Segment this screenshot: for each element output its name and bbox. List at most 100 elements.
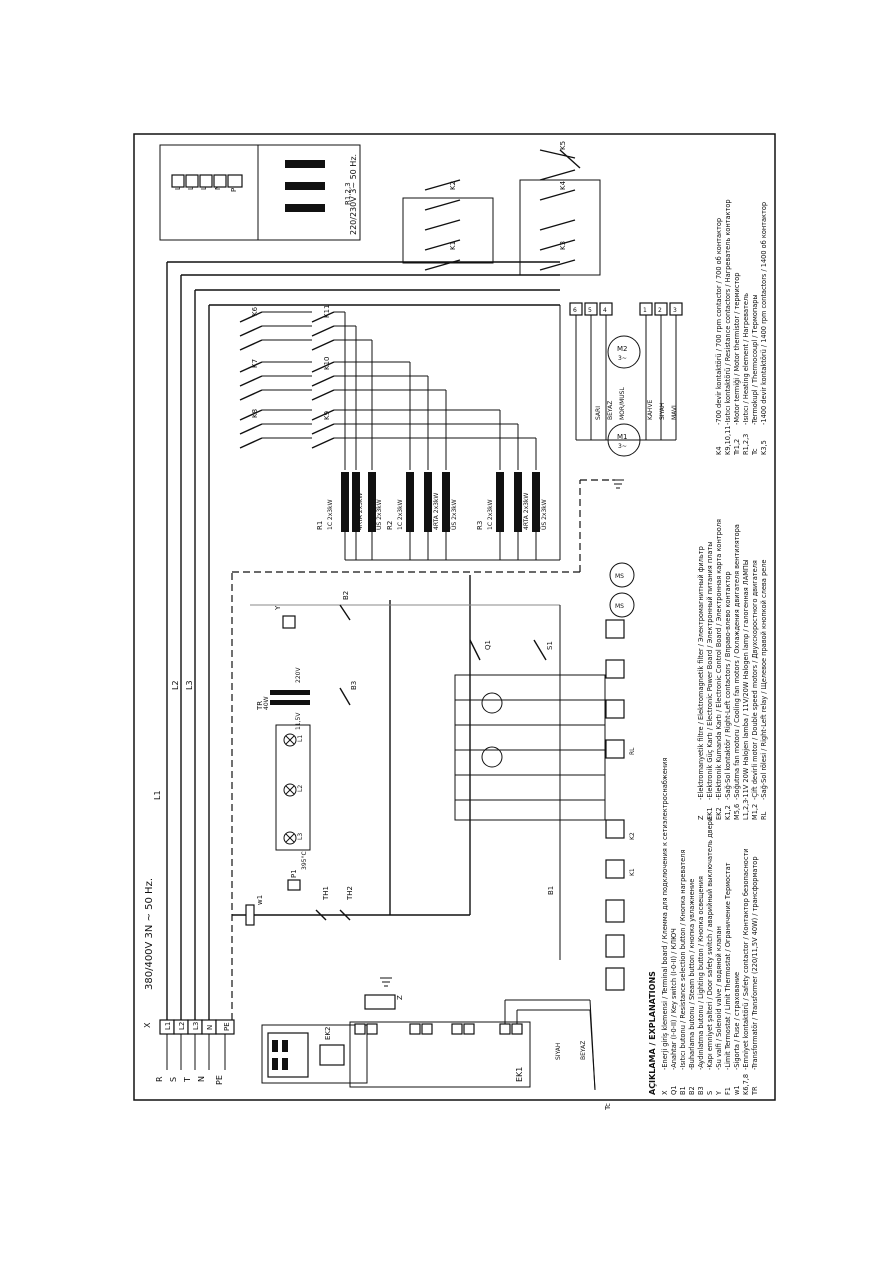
contactor-heater-wiring: [262, 311, 537, 470]
svg-text:w1: w1: [256, 895, 264, 905]
svg-text:K9: K9: [323, 411, 331, 420]
svg-text:4RTA 2x3kW: 4RTA 2x3kW: [433, 493, 440, 530]
relay-coils: RL K2 K1: [605, 619, 636, 991]
svg-text:395°C: 395°C: [301, 851, 308, 870]
svg-text:EK2: EK2: [715, 807, 723, 820]
svg-text:4: 4: [603, 307, 607, 314]
svg-text:ÜS 2x3kW: ÜS 2x3kW: [376, 499, 383, 530]
svg-text:R3: R3: [476, 521, 484, 530]
svg-text:Q1: Q1: [484, 640, 492, 650]
svg-text:B2: B2: [342, 591, 350, 600]
svg-text:L2: L2: [297, 785, 304, 792]
aux-heater-label: R1,2,3: [344, 182, 352, 205]
svg-text:-Elektronik Kumanda Kartı / El: -Elektronik Kumanda Kartı / Electronic C…: [715, 519, 723, 800]
svg-text:B2: B2: [688, 1086, 696, 1095]
svg-text:Q1: Q1: [670, 1086, 678, 1095]
contactor-k6: K6: [239, 306, 263, 351]
svg-text:B1: B1: [679, 1086, 687, 1095]
svg-text:-1400 devir kontaktörü / 1400: -1400 devir kontaktörü / 1400 rpm contac…: [760, 202, 768, 425]
svg-text:-Isıtıcı kontaktörü / Resistan: -Isıtıcı kontaktörü / Resistance contact…: [724, 199, 732, 425]
terminal-pe: PE: [223, 1022, 231, 1031]
terminal-l2: L2: [178, 1022, 186, 1030]
motor-m1: M1 3~: [607, 423, 641, 457]
transformer-tr: TR 40W 220V 11,5V: [256, 667, 310, 730]
svg-text:-Motor termiği / Motor thermis: -Motor termiği / Motor thermistor / терм…: [733, 273, 741, 425]
svg-text:S1: S1: [546, 641, 554, 650]
svg-text:EK2: EK2: [324, 1027, 332, 1040]
svg-text:EK1: EK1: [706, 807, 714, 820]
svg-text:Z: Z: [396, 995, 404, 1000]
svg-text:220V: 220V: [295, 667, 302, 683]
svg-text:Tc: Tc: [751, 448, 759, 456]
svg-text:w1: w1: [733, 1085, 741, 1095]
contactor-k4: K4: [519, 169, 601, 276]
phase-t: T: [183, 1077, 192, 1083]
svg-text:M1,2: M1,2: [751, 804, 759, 820]
svg-text:RL: RL: [629, 747, 636, 755]
svg-text:K2: K2: [449, 181, 457, 190]
svg-text:Z: Z: [697, 815, 705, 820]
aux-supply-label: 220/230V 3~ 50 Hz.: [349, 154, 358, 235]
svg-text:4RTA 2x3kW: 4RTA 2x3kW: [357, 493, 364, 530]
svg-text:MOR/MUSL: MOR/MUSL: [619, 387, 626, 420]
svg-text:X: X: [661, 1090, 669, 1095]
svg-text:P1: P1: [290, 869, 298, 878]
thermocouple-tc: SIYAH BEYAZ Tc: [504, 999, 612, 1111]
bus-l3-label: L3: [185, 680, 194, 690]
svg-text:PE: PE: [230, 183, 238, 192]
svg-text:-Sağ-Sol kontaktör / Right-Lef: -Sağ-Sol kontaktör / Right-Left contacto…: [724, 571, 732, 800]
svg-text:-Kapı emniyet şalteri / Door s: -Kapı emniyet şalteri / Door safety swit…: [706, 817, 714, 1070]
svg-text:-Termokupl / Thermocoupl / Тер: -Termokupl / Thermocoupl / Термопары: [751, 294, 759, 425]
aux-contacts: [454, 674, 606, 821]
svg-text:L1: L1: [297, 735, 304, 742]
svg-text:M2: M2: [617, 345, 628, 353]
svg-text:-Enerji giriş klemensi / Te: -Enerji giriş klemensi / Terminal board …: [661, 758, 669, 1070]
legend-heading: AÇIKLAMA / EXPLANATIONS: [648, 971, 657, 1095]
fan-motors: MS MS: [481, 562, 635, 768]
svg-text:40W: 40W: [263, 696, 270, 710]
main-supply-block: 380/400V 3N ~ 50 Hz. X L1 L2 L3 N PE R S…: [143, 878, 235, 1085]
svg-text:B3: B3: [350, 681, 358, 690]
svg-text:2: 2: [658, 307, 662, 314]
svg-text:Y: Y: [274, 605, 282, 611]
svg-text:L1,2,3: L1,2,3: [742, 800, 750, 820]
svg-text:3~: 3~: [618, 355, 627, 362]
ground-symbols: [380, 479, 624, 987]
main-supply-label: 380/400V 3N ~ 50 Hz.: [144, 878, 155, 990]
heater-return-wiring: [344, 305, 561, 561]
svg-text:R1: R1: [316, 521, 324, 530]
phase-r: R: [155, 1076, 164, 1082]
svg-text:B1: B1: [547, 886, 555, 895]
svg-text:Y: Y: [715, 1090, 723, 1096]
svg-text:SIYAH: SIYAH: [659, 403, 666, 420]
contactor-k3: K3: [539, 219, 576, 271]
svg-text:4RTA 2x3kW: 4RTA 2x3kW: [523, 493, 530, 530]
bus-l2-label: L2: [171, 680, 180, 690]
svg-text:MS: MS: [615, 603, 624, 610]
svg-text:EK1: EK1: [515, 1067, 524, 1082]
fuse-thermostat-chain: w1 P1 395°C TH1 TH2: [245, 851, 354, 926]
svg-text:Tc: Tc: [604, 1103, 612, 1111]
svg-text:ÜS 2x3kW: ÜS 2x3kW: [451, 499, 458, 530]
contactor-k9: K9: [311, 409, 335, 449]
svg-text:S: S: [706, 1091, 714, 1095]
contactor-k7: K7: [239, 359, 263, 401]
svg-text:3: 3: [673, 307, 677, 314]
svg-text:B3: B3: [697, 1086, 705, 1095]
main-terminal-strip: L1 L2 L3 N PE: [159, 1019, 235, 1035]
contactor-k10: K10: [311, 357, 335, 401]
key-switch-q1: Q1 S1 B1: [469, 639, 555, 895]
svg-text:6: 6: [573, 307, 577, 314]
svg-text:-Emniyet kontaktörü / Safety c: -Emniyet kontaktörü / Safety contactor /…: [742, 848, 750, 1070]
contactor-k5: K5: [539, 141, 581, 169]
main-bus-lines: L1 L2 L3: [153, 261, 615, 1020]
svg-text:M5,6: M5,6: [733, 804, 741, 820]
svg-text:-Elektronik Güç Kartı / Electr: -Elektronik Güç Kartı / Electronic Power…: [706, 542, 714, 800]
svg-text:TH1: TH1: [322, 886, 330, 901]
svg-text:SARI: SARI: [595, 406, 602, 420]
svg-text:1C 2x3kW: 1C 2x3kW: [397, 499, 404, 530]
terminal-l1: L1: [164, 1022, 172, 1030]
contactor-k11: K11: [311, 305, 335, 351]
